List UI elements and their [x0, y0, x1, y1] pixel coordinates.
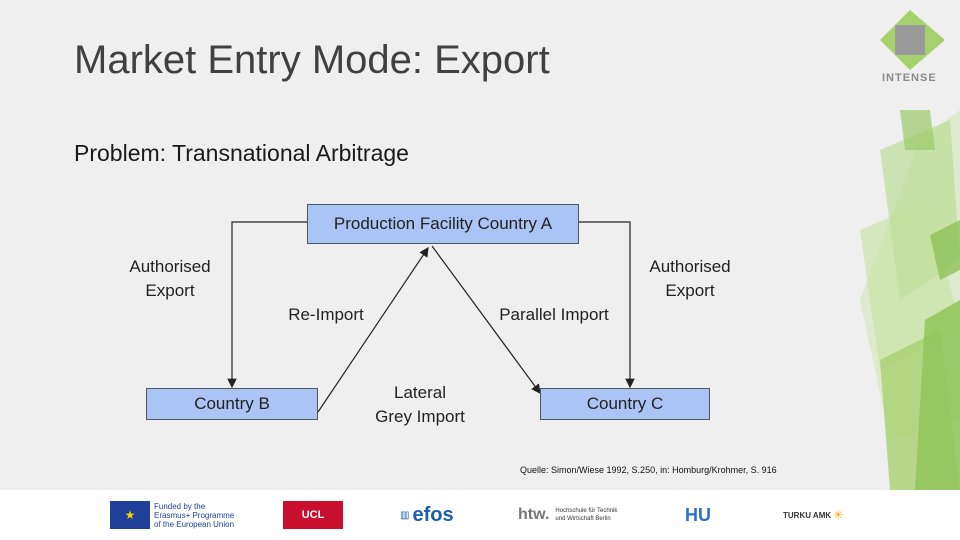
efos-logo: ▥ efos [400, 500, 454, 530]
htw-logo: htw. Hochschule für Technik und Wirtscha… [518, 500, 617, 530]
arrow-reimport [317, 247, 429, 413]
eu-line1: Funded by the [154, 501, 206, 511]
htw-sub1: Hochschule für Technik [555, 508, 618, 514]
ucl-logo-text: UCL [283, 501, 343, 529]
arrow-right-export [578, 221, 635, 389]
eu-line3: of the European Union [154, 519, 235, 529]
hu-logo: HU [685, 500, 711, 530]
label-lateral-grey-import: Lateral Grey Import [360, 381, 480, 429]
label-right-export: Authorised Export [632, 255, 748, 303]
eu-flag-icon: ★ [110, 501, 150, 529]
htw-logo-text: htw. [518, 506, 550, 523]
hu-logo-icon: HU [685, 504, 711, 525]
label-right-export-line1: Authorised [649, 257, 731, 276]
turku-star-icon: ✳ [833, 508, 844, 522]
ucl-logo: UCL [283, 500, 343, 530]
box-country-b: Country B [146, 388, 318, 420]
brand-logo-text: INTENSE [882, 72, 937, 84]
label-left-export: Authorised Export [112, 255, 228, 303]
page-title: Market Entry Mode: Export [74, 38, 550, 82]
efos-logo-text: efos [412, 503, 454, 526]
turku-logo: TURKU AMK ✳ [783, 500, 843, 530]
label-lateral-line1: Lateral [394, 383, 446, 402]
label-left-export-line2: Export [145, 281, 195, 300]
intense-logo-icon [880, 10, 945, 70]
htw-sub2: und Wirtschaft Berlin [555, 516, 611, 522]
box-country-c: Country C [540, 388, 710, 420]
box-production-facility: Production Facility Country A [307, 204, 579, 244]
label-reimport: Re-Import [288, 305, 364, 324]
arrow-left-export [227, 221, 307, 389]
label-parallel-import: Parallel Import [499, 305, 609, 324]
diagram-arrows [227, 221, 635, 413]
label-right-export-line2: Export [665, 281, 715, 300]
turku-logo-text: TURKU AMK [783, 510, 832, 520]
arrow-parallel-import [431, 245, 541, 394]
label-left-export-line1: Authorised [129, 257, 211, 276]
page-subtitle: Problem: Transnational Arbitrage [74, 140, 409, 166]
eu-logo: ★ Funded by the Erasmus+ Programme of th… [110, 500, 234, 530]
eu-line2: Erasmus+ Programme [154, 510, 235, 520]
decorative-shapes [860, 10, 960, 490]
efos-icon: ▥ [400, 509, 410, 521]
footer-logos [0, 490, 960, 540]
source-citation: Quelle: Simon/Wiese 1992, S.250, in: Hom… [520, 465, 777, 475]
label-lateral-line2: Grey Import [375, 407, 465, 426]
